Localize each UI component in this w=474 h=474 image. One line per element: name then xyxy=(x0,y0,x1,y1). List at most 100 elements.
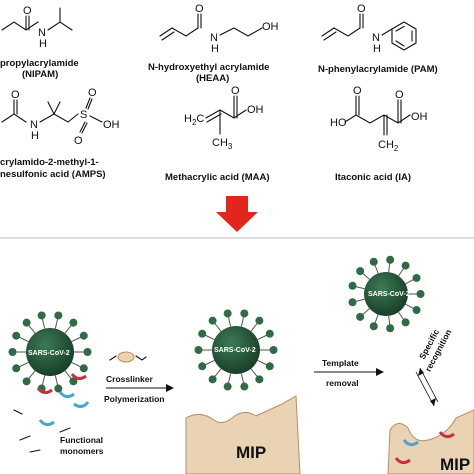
virus-particle-3 xyxy=(348,255,425,333)
mip-label-2: MIP xyxy=(440,455,470,474)
spike-stem xyxy=(398,268,405,277)
polymer-block-2 xyxy=(387,409,474,474)
maa-h2c-atom: H2C xyxy=(184,113,204,127)
spike-head xyxy=(401,261,410,270)
ia-o1-atom: O xyxy=(353,85,362,97)
spike-head xyxy=(255,375,264,384)
ia-ch2-atom: CH2 xyxy=(378,139,399,153)
spike-stem xyxy=(227,373,232,384)
spike-head xyxy=(416,290,425,298)
spike-stem xyxy=(19,361,29,368)
spike-head xyxy=(223,309,232,318)
virus-label-2: SARS-CoV-2 xyxy=(214,347,256,354)
spike-stem xyxy=(257,334,267,341)
virus-label-1: SARS-CoV-2 xyxy=(28,350,70,357)
virus-body xyxy=(364,272,408,316)
spike-stem xyxy=(250,323,258,332)
spike-stem xyxy=(64,325,72,334)
spike-head xyxy=(194,346,203,354)
functional-label: Functional xyxy=(60,435,103,445)
spike-head xyxy=(12,364,21,373)
spike-head xyxy=(265,329,274,338)
pam-h-atom: H xyxy=(373,43,381,55)
virus-label-3: SARS-CoV-2 xyxy=(368,291,410,298)
virus-body xyxy=(26,328,74,376)
ia-oh-atom: OH xyxy=(411,111,428,123)
recognition-arrows-icon xyxy=(415,367,439,407)
spike-stem xyxy=(19,336,29,343)
heaa-label-1: N-hydroxyethyl acrylamide xyxy=(148,62,269,73)
virus-particle-2 xyxy=(194,309,278,391)
spike-stem xyxy=(257,359,267,366)
polymerization-label: Polymerization xyxy=(104,394,164,404)
pam-structure: O N H xyxy=(321,3,417,55)
maa-oh-atom: OH xyxy=(247,104,264,116)
nipam-label-1: propylacrylamide xyxy=(0,58,79,69)
heaa-oh-atom: OH xyxy=(262,21,279,33)
pam-n-atom: N xyxy=(372,32,380,44)
spike-head xyxy=(54,384,63,393)
pam-label: N-phenylacrylamide (PAM) xyxy=(318,64,438,75)
spike-stem xyxy=(405,279,414,285)
amps-oh-atom: OH xyxy=(103,119,120,131)
polymer-block-1 xyxy=(185,395,301,474)
spike-head xyxy=(8,348,17,356)
spike-head xyxy=(348,298,357,307)
ia-ho-atom: HO xyxy=(330,117,347,129)
heaa-o-atom: O xyxy=(195,3,204,15)
nipam-h-atom: H xyxy=(39,38,47,50)
spike-stem xyxy=(227,316,232,327)
maa-label: Methacrylic acid (MAA) xyxy=(165,172,270,183)
heaa-n-atom: N xyxy=(210,32,218,44)
monomers-label: monomers xyxy=(60,446,104,456)
spike-stem xyxy=(54,375,59,386)
virus-body xyxy=(212,326,260,374)
spike-stem xyxy=(405,303,414,309)
spike-head xyxy=(412,273,421,282)
heaa-label-2: (HEAA) xyxy=(196,73,229,84)
spike-stem xyxy=(250,368,258,377)
amps-label-2: nesulfonic acid (AMPS) xyxy=(0,169,106,180)
spike-stem xyxy=(71,361,81,368)
mip-label-1: MIP xyxy=(236,443,266,462)
amps-s-atom: S xyxy=(80,109,87,121)
spike-stem xyxy=(205,334,215,341)
spike-stem xyxy=(54,318,59,329)
spike-head xyxy=(265,362,274,371)
template-label: Template xyxy=(322,358,359,368)
maa-structure: H2C O OH CH3 xyxy=(184,85,264,151)
spike-head xyxy=(356,267,365,276)
spike-head xyxy=(356,312,365,321)
spike-stem xyxy=(374,314,379,324)
amps-label-1: crylamido-2-methyl-1- xyxy=(0,157,99,168)
spike-stem xyxy=(374,264,379,274)
virus-particle-1 xyxy=(8,311,92,393)
crosslinker-icon xyxy=(109,351,147,363)
nipam-label-2: (NIPAM) xyxy=(22,69,58,80)
maa-o-atom: O xyxy=(231,85,240,97)
amps-so-atom: O xyxy=(88,87,97,99)
spike-stem xyxy=(28,325,36,334)
spike-head xyxy=(412,306,421,315)
amps-h-atom: H xyxy=(31,130,39,142)
spike-head xyxy=(83,348,92,356)
spike-head xyxy=(69,318,78,327)
spike-head xyxy=(369,322,378,331)
spike-head xyxy=(12,331,21,340)
spike-stem xyxy=(362,308,370,315)
spike-head xyxy=(79,364,88,373)
spike-head xyxy=(240,309,249,318)
removal-label: removal xyxy=(326,378,359,388)
spike-head xyxy=(348,281,357,290)
maa-ch3-atom: CH3 xyxy=(212,137,233,151)
spike-stem xyxy=(388,263,391,273)
spike-head xyxy=(54,311,63,320)
pam-o-atom: O xyxy=(357,3,366,15)
spike-head xyxy=(386,324,395,333)
spike-stem xyxy=(355,298,365,302)
amps-n-atom: N xyxy=(30,119,38,131)
spike-stem xyxy=(64,370,72,379)
spike-head xyxy=(198,362,207,371)
spike-stem xyxy=(240,373,245,384)
